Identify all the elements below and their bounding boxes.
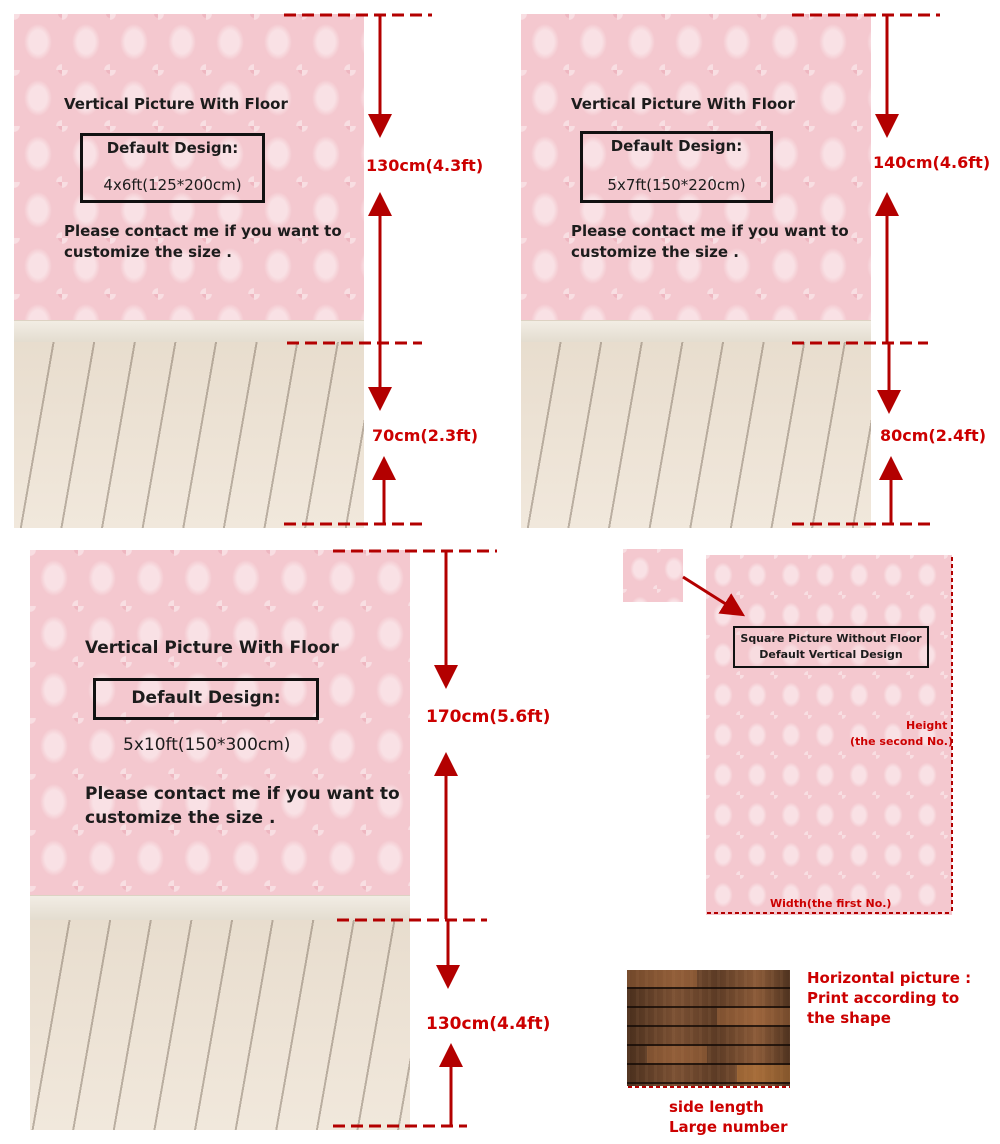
panel-heading: Vertical Picture With Floor: [571, 95, 795, 113]
horizontal-line-3: the shape: [807, 1009, 891, 1027]
horizontal-line-1: Horizontal picture :: [807, 969, 972, 987]
dimension-bottom-4x6: 70cm(2.3ft): [372, 426, 478, 445]
damask-wall: [521, 14, 871, 324]
contact-line-1: Please contact me if you want to: [85, 784, 400, 804]
square-label-line-1: Square Picture Without Floor: [740, 632, 922, 645]
square-label-box: Square Picture Without Floor Default Ver…: [733, 626, 929, 668]
baseboard: [14, 320, 364, 343]
height-note: (the second No.): [850, 735, 953, 748]
design-size: 5x10ft(150*300cm): [123, 735, 291, 755]
backdrop-panel-5x7: Vertical Picture With Floor Default Desi…: [521, 14, 871, 528]
wood-floor: [521, 342, 871, 528]
square-swatch: [623, 549, 683, 602]
design-size: 5x7ft(150*220cm): [607, 176, 746, 194]
contact-line-1: Please contact me if you want to: [571, 222, 849, 240]
default-design-box: Default Design: 5x7ft(150*220cm): [580, 131, 773, 203]
backdrop-panel-5x10: Vertical Picture With Floor Default Desi…: [30, 550, 410, 1130]
panel-heading: Vertical Picture With Floor: [64, 95, 288, 113]
design-label: Default Design:: [106, 139, 239, 157]
side-length-label: side length: [669, 1098, 764, 1116]
damask-wall: [30, 550, 410, 900]
dimension-top-5x7: 140cm(4.6ft): [873, 153, 991, 172]
pointer-arrow: [682, 575, 746, 617]
baseboard: [30, 895, 410, 921]
square-picture: [706, 555, 952, 915]
width-label: Width(the first No.): [770, 897, 892, 910]
wood-floor: [14, 342, 364, 528]
large-number-label: Large number: [669, 1118, 788, 1136]
design-label: Default Design:: [131, 688, 281, 708]
backdrop-panel-4x6: Vertical Picture With Floor Default Desi…: [14, 14, 364, 528]
horizontal-wood-picture: [627, 970, 790, 1086]
contact-line-1: Please contact me if you want to: [64, 222, 342, 240]
height-label: Height: [906, 719, 948, 732]
damask-wall: [14, 14, 364, 324]
wood-floor: [30, 920, 410, 1130]
dimension-top-5x10: 170cm(5.6ft): [426, 707, 551, 727]
contact-line-2: customize the size .: [64, 243, 233, 261]
horizontal-line-2: Print according to: [807, 989, 960, 1007]
default-design-box: Default Design:: [93, 678, 319, 720]
design-size: 4x6ft(125*200cm): [103, 176, 242, 194]
baseboard: [521, 320, 871, 343]
dimension-bottom-5x7: 80cm(2.4ft): [880, 426, 986, 445]
design-label: Default Design:: [610, 137, 743, 155]
square-label-line-2: Default Vertical Design: [759, 648, 903, 661]
dimension-top-4x6: 130cm(4.3ft): [366, 156, 484, 175]
contact-line-2: customize the size .: [85, 808, 276, 828]
contact-line-2: customize the size .: [571, 243, 740, 261]
default-design-box: Default Design: 4x6ft(125*200cm): [80, 133, 265, 203]
dimension-bottom-5x10: 130cm(4.4ft): [426, 1014, 551, 1034]
panel-heading: Vertical Picture With Floor: [85, 638, 339, 658]
